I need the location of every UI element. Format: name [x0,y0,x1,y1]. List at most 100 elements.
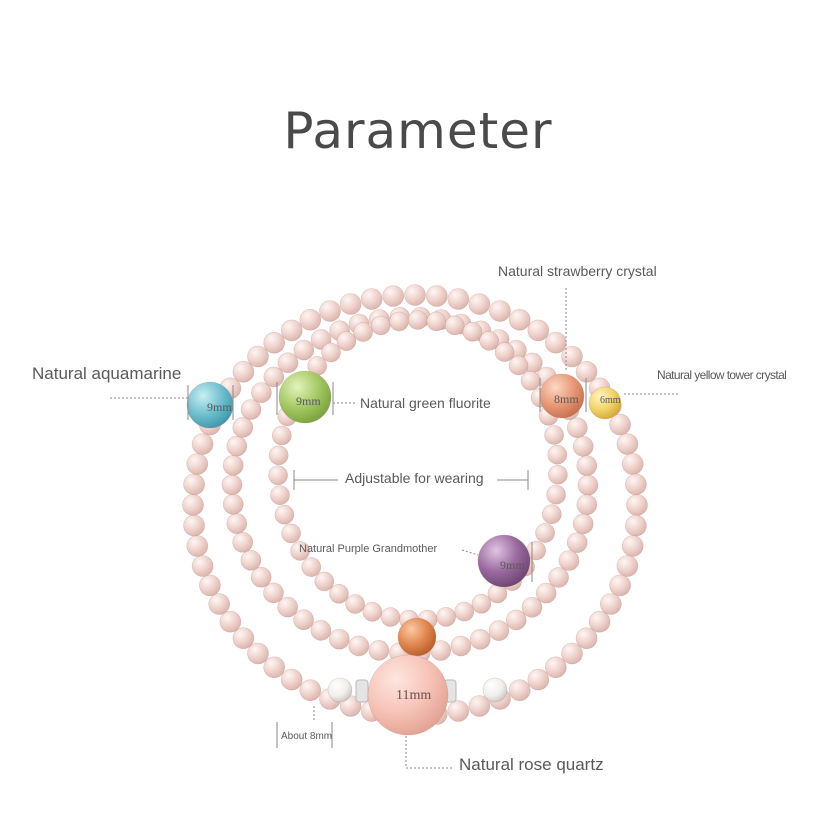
bead [290,541,310,561]
bead [425,285,448,307]
bead [621,535,644,557]
bead [489,300,511,322]
bead [527,668,550,691]
bead [616,433,639,455]
bead [572,513,594,535]
size-aquamarine: 9mm [207,400,232,414]
bead [280,319,303,342]
bead [407,310,428,330]
bead [360,288,383,310]
bead [271,425,292,446]
bead [221,474,243,496]
bead [566,417,588,439]
bead [508,308,531,331]
bead [548,567,569,588]
bead [293,609,314,631]
bead [263,656,286,679]
bead [382,285,405,307]
page-title: Parameter [283,102,553,160]
bead [572,436,594,457]
bead [576,455,598,477]
bead [299,679,322,702]
bead [186,453,209,475]
bead [310,620,332,641]
label-rose-quartz: Natural rose quartz [459,755,604,774]
bead [468,293,491,315]
bead [546,484,566,505]
sunstone-bead [397,617,437,657]
label-aquamarine: Natural aquamarine [32,364,182,383]
bead [314,571,335,592]
bead [609,574,631,597]
green-fluorite-bead [278,370,332,424]
bead [186,535,209,557]
bead [426,311,447,332]
bead [521,596,543,618]
bead [368,640,390,661]
bead [389,311,409,332]
bead [226,435,248,457]
bead [625,473,647,496]
bead [561,642,583,665]
bead [626,494,648,516]
bead [299,308,322,331]
bead [447,700,470,722]
bead [468,695,491,717]
bead [222,493,244,515]
bead [274,504,295,525]
bead [182,494,204,516]
bead [277,352,299,374]
bead [535,582,557,604]
bead [544,331,567,354]
bead [621,453,644,475]
bead [488,620,510,641]
bead [251,382,272,403]
bead [329,583,349,604]
bead [558,550,580,571]
bead [548,464,568,485]
bead [576,494,598,516]
yellow-tower-crystal-bead [588,386,622,420]
bead [471,593,492,614]
bead [270,485,290,506]
size-yellow-tower: 6mm [600,395,621,406]
bead [462,321,483,342]
bead [527,319,550,342]
bead [494,342,515,362]
bead [520,370,541,391]
label-strawberry-crystal: Natural strawberry crystal [498,263,657,279]
bead [345,594,365,614]
bead [268,465,288,486]
bead [469,628,491,650]
bead [353,322,373,342]
bead [436,607,456,627]
bead [232,531,253,553]
bead [263,331,286,354]
bead [232,627,255,650]
bead [508,355,529,376]
bead [599,593,622,615]
bead [226,513,248,534]
bead [247,345,269,368]
bead [191,555,214,577]
size-green-fluorite: 9mm [296,394,321,408]
bead [232,360,255,383]
bead [263,366,285,388]
bead [362,601,383,622]
bead [263,582,284,604]
bead [250,566,272,588]
bead [240,549,262,571]
bead [544,656,567,679]
bead [301,557,322,577]
bead [625,514,647,537]
bead [616,555,639,577]
bead [561,345,583,368]
bead [280,668,303,691]
pearl-bead-right [482,677,508,703]
bead [199,574,221,597]
bead [328,628,350,650]
label-about-8mm: About 8mm [281,731,333,742]
bead [430,640,452,661]
